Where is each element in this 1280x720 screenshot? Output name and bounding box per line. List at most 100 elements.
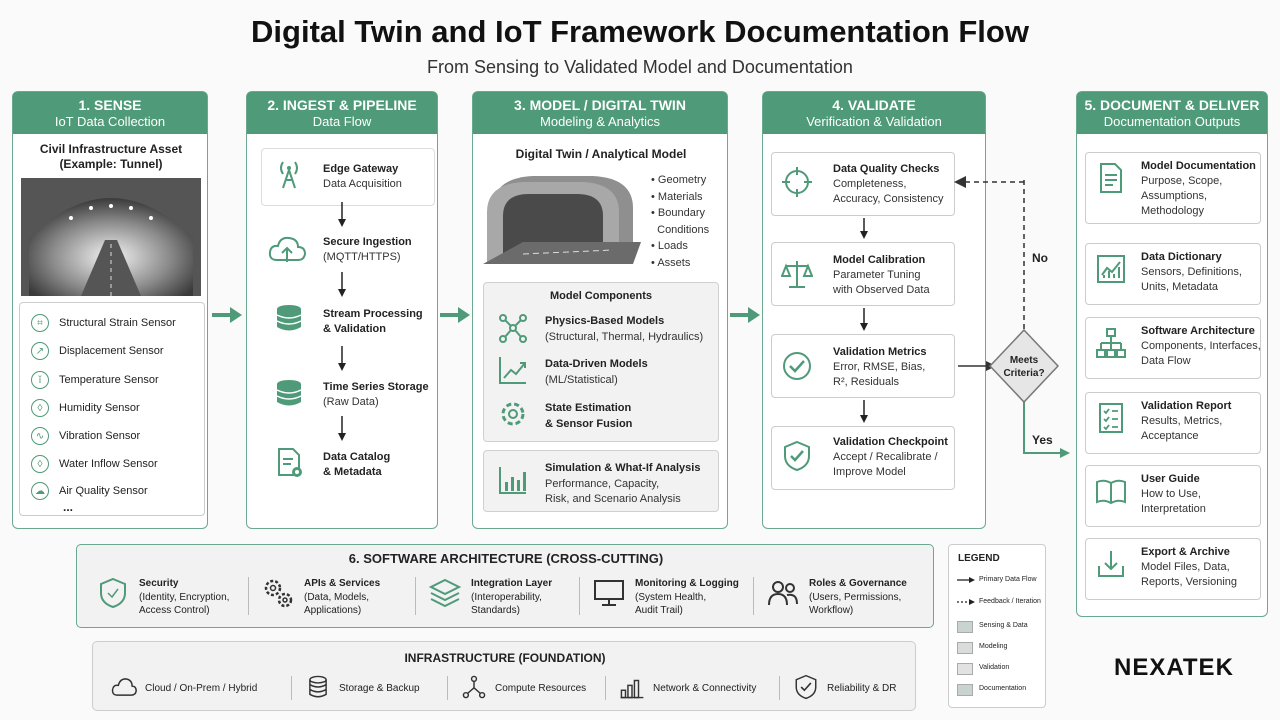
infrastructure-panel: INFRASTRUCTURE (FOUNDATION) Cloud / On-P… (92, 641, 916, 711)
decision-text: Criteria? (1003, 368, 1045, 379)
software-item-desc: Applications) (304, 605, 362, 616)
step-desc: R², Residuals (833, 376, 900, 388)
validation-step-card (771, 242, 955, 306)
sensor-label: Humidity Sensor (59, 401, 140, 414)
software-item-desc: (Data, Models, (304, 592, 370, 603)
book-icon (1095, 475, 1127, 507)
step-desc: & Validation (323, 323, 386, 335)
thermometer-icon: ǐ (31, 371, 49, 389)
step-title: Model Calibration (833, 254, 926, 266)
down-arrow (338, 346, 346, 371)
legend-swatch (957, 621, 973, 633)
shield-check-icon (793, 674, 819, 700)
software-item-desc: (Identity, Encryption, (139, 592, 230, 603)
model-column: 3. MODEL / DIGITAL TWIN Modeling & Analy… (472, 91, 728, 529)
ingest-column: 2. INGEST & PIPELINE Data Flow Edge Gate… (246, 91, 438, 529)
software-item-title: Security (139, 578, 179, 589)
legend: LEGEND Primary Data Flow Feedback / Iter… (948, 544, 1046, 708)
software-architecture-panel: 6. SOFTWARE ARCHITECTURE (CROSS-CUTTING)… (76, 544, 934, 628)
ingest-header-title: 2. INGEST & PIPELINE (267, 97, 417, 113)
divider (291, 676, 292, 700)
doc-output-desc: Components, Interfaces, (1141, 340, 1261, 352)
bullet-item: • Assets (651, 256, 691, 269)
doc-output-desc: Model Files, Data, (1141, 561, 1230, 573)
database-icon (273, 302, 305, 334)
infra-item-label: Compute Resources (495, 683, 587, 694)
step-desc: & Metadata (323, 466, 382, 478)
legend-swatch-label: Modeling (979, 643, 1008, 650)
component-title: Data-Driven Models (545, 358, 648, 370)
model-header-title: 3. MODEL / DIGITAL TWIN (514, 97, 686, 113)
infra-title: INFRASTRUCTURE (FOUNDATION) (404, 651, 606, 665)
sense-header-subtitle: IoT Data Collection (54, 114, 166, 129)
validate-column: 4. VALIDATE Verification & Validation Da… (762, 91, 986, 529)
software-item-title: Monitoring & Logging (635, 578, 739, 589)
twin-title: Digital Twin / Analytical Model (515, 147, 687, 161)
cloud-upload-icon (267, 232, 307, 268)
signal-bars-icon (619, 674, 645, 700)
divider (415, 577, 416, 615)
divider (248, 577, 249, 615)
layers-icon (428, 577, 462, 609)
doc-output-desc: Acceptance (1141, 430, 1199, 442)
document-column: 5. DOCUMENT & DELIVER Documentation Outp… (1076, 91, 1268, 617)
legend-swatch (957, 663, 973, 675)
divider (579, 577, 580, 615)
ingest-header: 2. INGEST & PIPELINE Data Flow (247, 92, 437, 134)
software-item-title: Roles & Governance (809, 578, 907, 589)
doc-output-title: User Guide (1141, 473, 1200, 485)
down-arrow (338, 272, 346, 297)
document-header-title: 5. DOCUMENT & DELIVER (1084, 97, 1260, 113)
monitor-icon (593, 577, 625, 609)
flow-arrow-2 (440, 307, 470, 323)
validation-step-card (771, 152, 955, 216)
software-item-desc: (Interoperability, (471, 592, 542, 603)
check-circle-icon (781, 350, 813, 382)
bullet-item: • Boundary (651, 207, 706, 219)
flow-arrow-3 (730, 307, 760, 323)
simulation-desc: Risk, and Scenario Analysis (545, 493, 681, 505)
software-item-title: APIs & Services (304, 578, 381, 589)
step-title: Stream Processing (323, 308, 423, 320)
down-arrow (338, 416, 346, 441)
bullet-item: Conditions (657, 223, 710, 236)
cloud-icon (111, 674, 137, 700)
legend-swatch-label: Sensing & Data (979, 622, 1028, 629)
droplet-icon: ◊ (31, 399, 49, 417)
software-item-desc: Workflow) (809, 605, 854, 616)
step-title: Secure Ingestion (323, 236, 412, 248)
checklist-icon (1095, 402, 1127, 434)
asset-title: Civil Infrastructure Asset (39, 142, 183, 156)
step-title: Validation Checkpoint (833, 436, 948, 448)
components-title: Model Components (549, 290, 653, 302)
infra-item-label: Reliability & DR (827, 683, 897, 694)
step-desc: Data Acquisition (323, 178, 402, 190)
gear-icon (497, 398, 529, 430)
flow-arrow-1 (212, 307, 242, 323)
database-icon (273, 377, 305, 409)
edge-gateway-card (261, 148, 435, 206)
network-icon (461, 674, 487, 700)
doc-output-title: Software Architecture (1141, 325, 1255, 337)
tunnel-model-image (483, 176, 641, 264)
infra-item-label: Network & Connectivity (653, 683, 757, 694)
list-item: ⌗Structural Strain Sensor (31, 314, 176, 332)
page-subtitle: From Sensing to Validated Model and Docu… (427, 57, 853, 77)
down-arrow (860, 218, 868, 239)
step-title: Edge Gateway (323, 163, 399, 175)
sense-column: 1. SENSE IoT Data Collection Civil Infra… (12, 91, 208, 529)
twin-bullets: • Geometry • Materials • Boundary Condit… (651, 172, 709, 271)
doc-output-card (1085, 465, 1261, 527)
model-header-subtitle: Modeling & Analytics (540, 114, 660, 129)
doc-output-desc: Methodology (1141, 205, 1204, 217)
legend-swatch-label: Documentation (979, 685, 1027, 692)
list-item: ∿Vibration Sensor (31, 427, 140, 445)
shield-icon (97, 577, 129, 609)
trend-chart-icon (497, 354, 529, 386)
validation-step-card (771, 334, 955, 398)
validate-header-title: 4. VALIDATE (832, 97, 916, 113)
tunnel-image (21, 178, 201, 296)
bullet-item: • Materials (651, 190, 703, 203)
doc-output-desc: How to Use, (1141, 488, 1201, 500)
